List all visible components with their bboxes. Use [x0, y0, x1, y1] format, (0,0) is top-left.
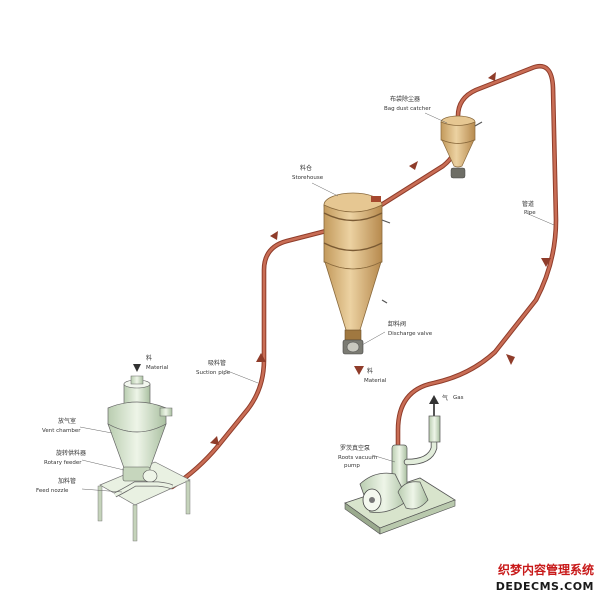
pipe-label-zh: 管道: [522, 201, 535, 208]
watermark-line2: DEDECMS.COM: [495, 580, 594, 593]
watermark-line1: 织梦内容管理系统: [497, 563, 594, 577]
material-in-arrow: [133, 364, 141, 372]
material-out-arrow: [354, 366, 364, 375]
roots-vacuum-pump-label-en2: pump: [344, 463, 360, 469]
rotary-feeder-label-zh: 旋转供料器: [56, 450, 87, 457]
material-in-label-en: Material: [146, 365, 169, 371]
feed-station: [97, 364, 191, 542]
discharge-valve-label-zh: 卸料阀: [388, 321, 407, 328]
pipe-label-en: Pipe: [524, 210, 536, 216]
flow-arrows: [210, 72, 551, 445]
gas-label-zh: 气: [442, 395, 449, 402]
feed-nozzle-label-zh: 加料管: [58, 478, 77, 485]
gas-out-arrow: [429, 395, 439, 404]
bag-dust-catcher-label-zh: 布袋除尘器: [390, 96, 421, 103]
storehouse-label-en: Storehouse: [292, 175, 324, 181]
material-out-label-en: Material: [364, 378, 387, 384]
bag-dust-catcher: [440, 115, 483, 179]
suction-pipe-label-en: Suction pipe: [196, 370, 231, 376]
flow-arrow-1: [210, 436, 219, 445]
flow-arrow-5: [488, 72, 496, 81]
flow-arrow-7: [506, 354, 515, 365]
feed-nozzle-label-en: Feed nozzle: [36, 488, 69, 494]
roots-vacuum-pump: [344, 395, 456, 535]
roots-vacuum-pump-label-zh: 罗茨真空泵: [340, 445, 371, 452]
vent-chamber-label-zh: 放气室: [58, 418, 77, 425]
rotary-feeder-label-en: Rotary feeder: [44, 460, 82, 466]
leader-lines: [79, 112, 555, 493]
roots-vacuum-pump-label-en: Roots vacuum: [338, 455, 378, 461]
gas-label-en: Gas: [453, 395, 464, 401]
suction-pipe-label-zh: 吸料管: [208, 360, 227, 367]
flow-arrow-2: [256, 353, 266, 362]
material-in-label-zh: 料: [146, 355, 153, 362]
flow-arrow-4: [409, 161, 418, 170]
vent-chamber-label-en: Vent chamber: [42, 428, 81, 434]
storehouse-label-zh: 料仓: [300, 165, 313, 172]
bag-dust-catcher-label-en: Bag dust catcher: [384, 106, 431, 112]
flow-arrow-3: [270, 231, 278, 240]
discharge-valve-label-en: Discharge valve: [388, 331, 433, 337]
material-out-label-zh: 料: [367, 368, 374, 375]
storehouse-silo: [323, 192, 391, 355]
flow-arrow-6: [541, 258, 551, 267]
